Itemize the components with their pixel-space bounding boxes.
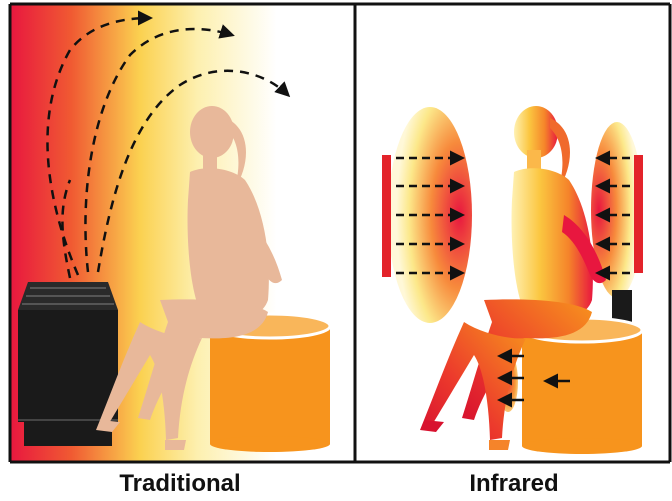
infrared-caption: Infrared [358,470,670,498]
traditional-panel [10,4,352,462]
infrared-panel [382,106,643,454]
infrared-bench-icon [522,318,642,454]
right-infrared-emitter [634,155,643,273]
traditional-caption: Traditional [10,470,350,498]
left-infrared-emitter [382,155,391,277]
